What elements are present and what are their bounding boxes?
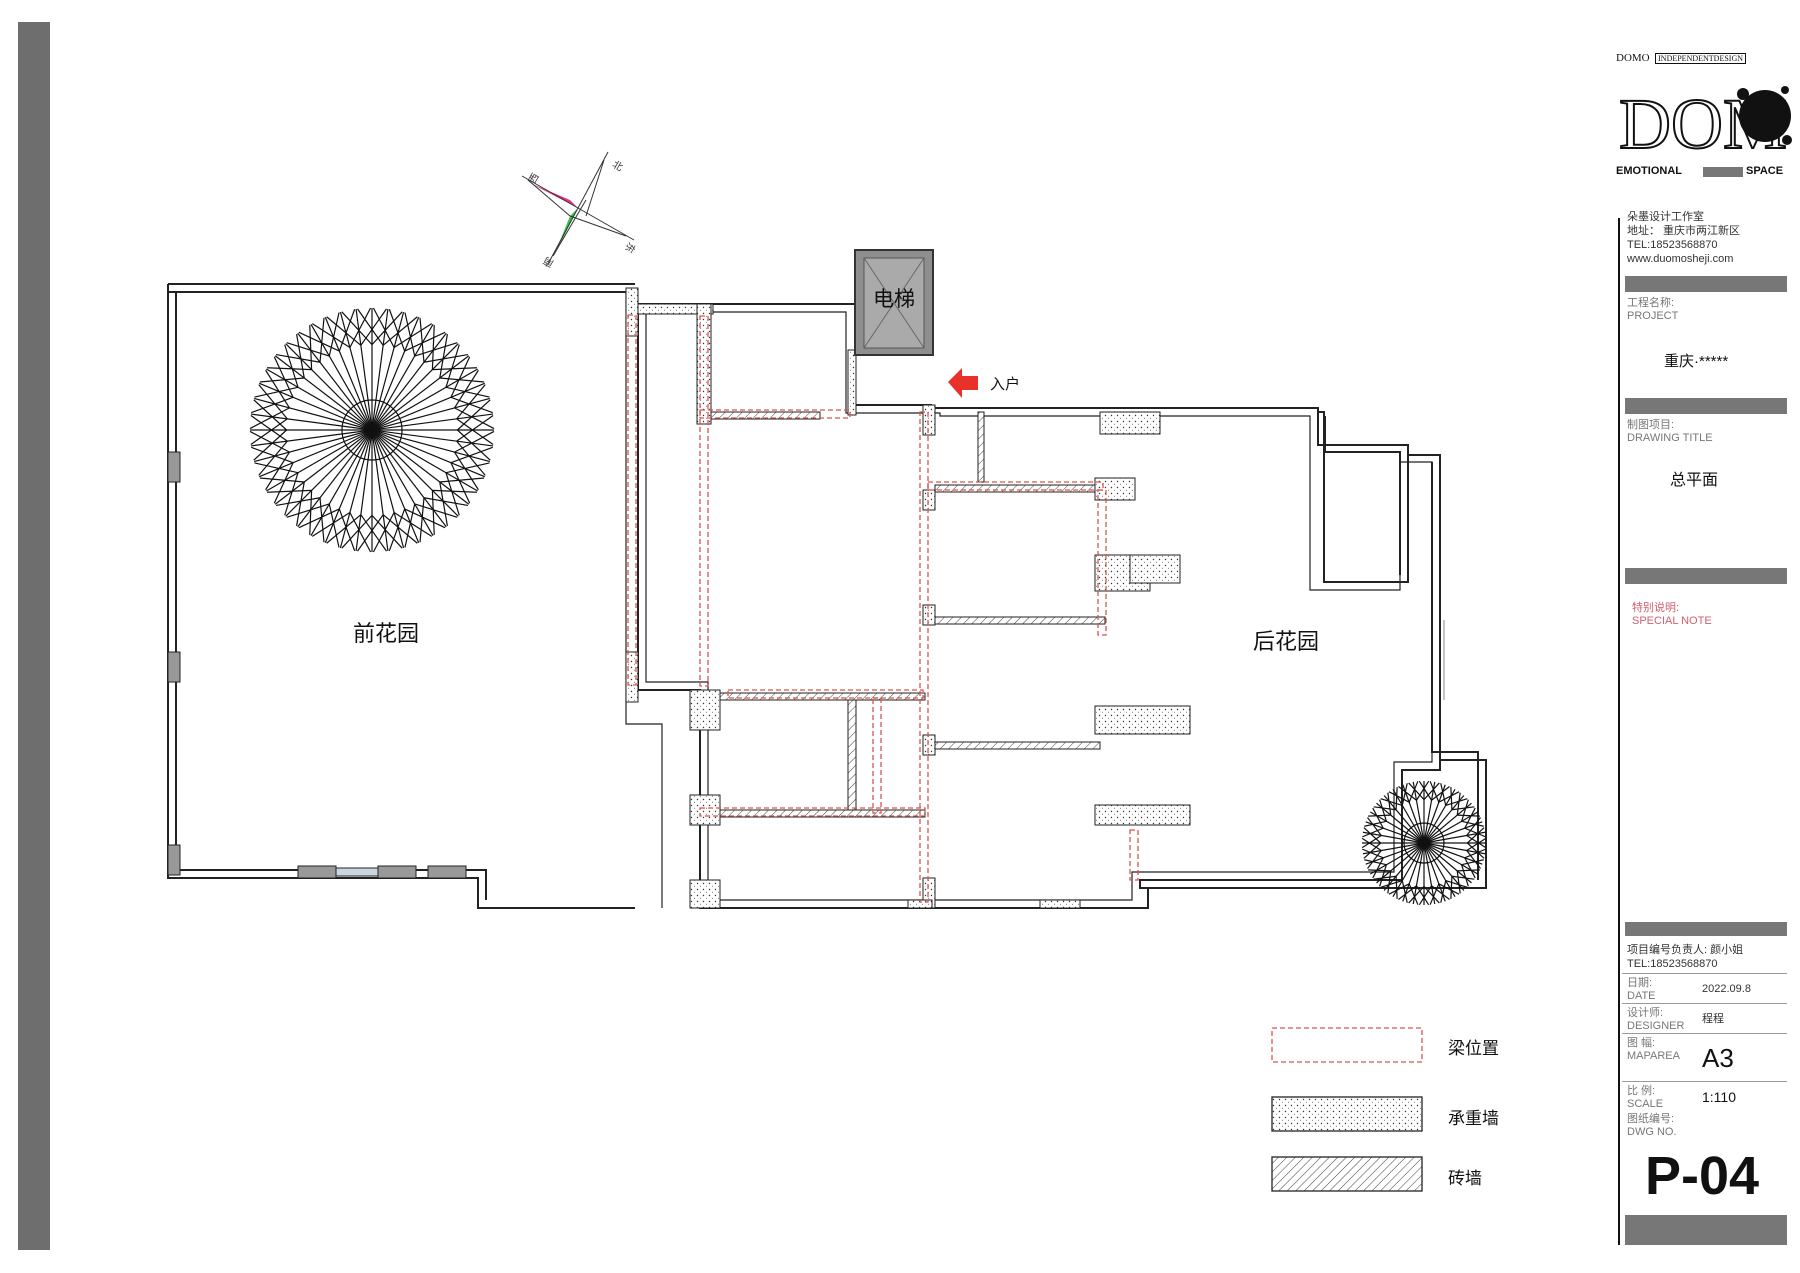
elevator-box bbox=[854, 249, 934, 356]
logo-band-bar bbox=[1703, 167, 1743, 177]
dwg-value: P-04 bbox=[1645, 1146, 1760, 1206]
logo-mark: DOM bbox=[1618, 83, 1792, 163]
front-garden-outline bbox=[167, 283, 663, 909]
manager: 项目编号负责人: 颜小姐 bbox=[1627, 944, 1744, 956]
legend-swatch-bearing bbox=[1271, 1096, 1423, 1132]
legend-label-brick: 砖墙 bbox=[1448, 1169, 1482, 1189]
designer-value: 程程 bbox=[1702, 1013, 1724, 1025]
brick-walls bbox=[702, 411, 1106, 818]
logo-band-right: SPACE bbox=[1746, 165, 1784, 177]
date-label-cn: 日期: bbox=[1627, 977, 1653, 989]
studio-tel: TEL:18523568870 bbox=[1627, 239, 1718, 251]
scale-value: 1:110 bbox=[1702, 1089, 1736, 1105]
scale-label-en: SCALE bbox=[1627, 1098, 1664, 1110]
front-garden-label: 前花园 bbox=[353, 622, 420, 647]
logo-brand: DOMO INDEPENDENTDESIGN bbox=[1616, 52, 1747, 64]
designer-label-cn: 设计师: bbox=[1627, 1007, 1664, 1019]
beam-positions bbox=[627, 314, 1139, 903]
drawing-label-cn: 制图项目: bbox=[1627, 419, 1675, 431]
studio-address: 地址： 重庆市两江新区 bbox=[1627, 225, 1741, 237]
titleblock-bar bbox=[1625, 276, 1787, 292]
designer-label-en: DESIGNER bbox=[1627, 1020, 1685, 1032]
dwg-label-cn: 图纸编号: bbox=[1627, 1113, 1675, 1125]
titleblock-bar bbox=[1625, 922, 1787, 936]
left-margin-bar bbox=[18, 22, 50, 1250]
elevator-label: 电梯 bbox=[873, 287, 915, 311]
size-label-cn: 图 幅: bbox=[1627, 1037, 1656, 1049]
project-label-cn: 工程名称: bbox=[1627, 297, 1675, 309]
tree-large bbox=[249, 307, 495, 553]
legend-swatch-beam bbox=[1271, 1027, 1423, 1063]
note-label-cn: 特别说明: bbox=[1632, 602, 1680, 614]
drawing-label-en: DRAWING TITLE bbox=[1627, 432, 1713, 444]
size-value: A3 bbox=[1702, 1043, 1734, 1073]
project-value: 重庆·***** bbox=[1664, 353, 1729, 370]
bearing-walls bbox=[625, 287, 1191, 909]
entry-arrow bbox=[948, 368, 978, 398]
titleblock-bar bbox=[1625, 568, 1787, 584]
studio-web: www.duomosheji.com bbox=[1627, 253, 1734, 265]
titleblock-bar-bottom bbox=[1625, 1215, 1787, 1245]
project-label-en: PROJECT bbox=[1627, 310, 1679, 322]
size-label-en: MAPAREA bbox=[1627, 1050, 1680, 1062]
back-garden-label: 后花园 bbox=[1253, 630, 1320, 655]
legend-label-bearing: 承重墙 bbox=[1448, 1109, 1499, 1129]
legend-label-beam: 梁位置 bbox=[1448, 1039, 1499, 1059]
entry-label: 入户 bbox=[990, 375, 1021, 393]
tree-small bbox=[1361, 780, 1487, 906]
legend-swatch-brick bbox=[1271, 1156, 1423, 1192]
drawing-value: 总平面 bbox=[1670, 472, 1719, 489]
compass-rose bbox=[521, 151, 635, 265]
logo-band-left: EMOTIONAL bbox=[1616, 165, 1682, 177]
dwg-label-en: DWG NO. bbox=[1627, 1126, 1677, 1138]
manager-tel: TEL:18523568870 bbox=[1627, 958, 1718, 970]
titleblock-border bbox=[1618, 218, 1620, 1245]
date-value: 2022.09.8 bbox=[1702, 983, 1751, 995]
note-label-en: SPECIAL NOTE bbox=[1632, 615, 1712, 627]
front-garden-posts bbox=[167, 451, 467, 879]
scale-label-cn: 比 例: bbox=[1627, 1085, 1656, 1097]
studio-name: 朵墨设计工作室 bbox=[1627, 211, 1704, 223]
titleblock-bar bbox=[1625, 398, 1787, 414]
date-label-en: DATE bbox=[1627, 990, 1656, 1002]
